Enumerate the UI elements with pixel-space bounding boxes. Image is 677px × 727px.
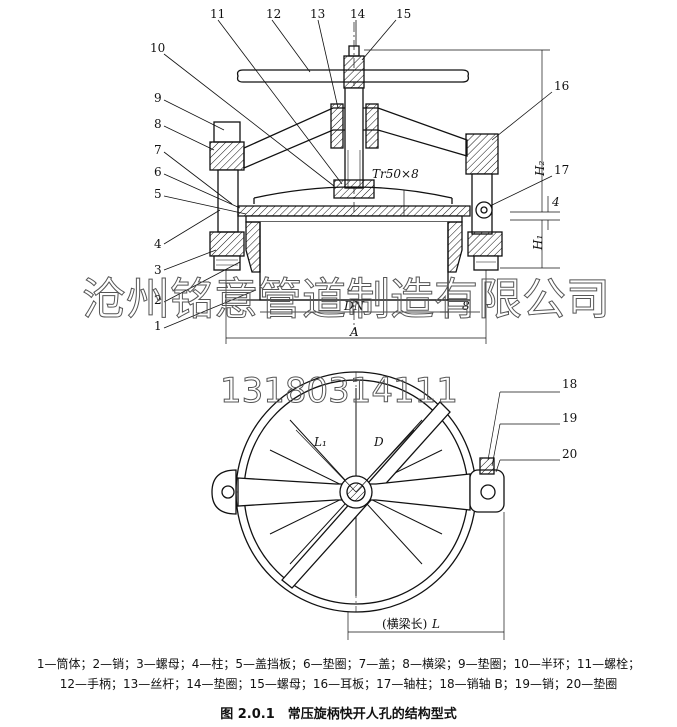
callout-15: 15: [396, 7, 411, 21]
callout-labels: 1 2 3 4 5 6 7 8 9 10 11 12 13 14 15 16 1…: [150, 7, 577, 461]
top-washer: [348, 45, 360, 57]
dimension-lines: [225, 49, 560, 344]
watermark-company: 沧州铭意管道制造有限公司: [82, 274, 610, 325]
callout-9: 9: [154, 91, 162, 105]
callout-12: 12: [266, 7, 281, 21]
callout-10: 10: [150, 41, 165, 55]
dim-H1: H₁: [531, 235, 545, 251]
dim-8: 8: [462, 299, 470, 313]
callout-5: 5: [154, 187, 162, 201]
callout-7: 7: [154, 143, 162, 157]
leader-lines-left: [163, 19, 553, 329]
half-ring: [333, 179, 375, 199]
cover-plate: [237, 205, 471, 217]
top-view: [211, 371, 560, 640]
dim-4: 4: [551, 195, 560, 209]
left-lug: [211, 469, 237, 515]
legend-line-2: 12—手柄；13—丝杆；14—垫圈；15—螺母；16—耳板；17—轴柱；18—销…: [59, 677, 618, 691]
callout-17: 17: [554, 163, 569, 177]
watermark-phone: 13180314111: [220, 371, 458, 411]
callout-19: 19: [562, 411, 577, 425]
callout-1: 1: [154, 319, 162, 333]
figure-caption: 图 2.0.1 常压旋柄快开人孔的结构型式: [220, 707, 457, 722]
dim-A: A: [349, 325, 359, 339]
dim-L: L: [431, 617, 440, 631]
thread-spec: Tr50×8: [372, 167, 419, 181]
callout-2: 2: [154, 293, 162, 307]
dim-DN: DN: [343, 299, 365, 313]
watermark: 沧州铭意管道制造有限公司 13180314111: [82, 274, 611, 412]
dimension-texts: Tr50×8 H₂ H₁ 4 DN 8 A L₁ D (横梁长) L: [313, 161, 560, 631]
top-nut: [343, 55, 365, 89]
callout-11: 11: [210, 7, 225, 21]
callout-14: 14: [350, 7, 366, 21]
top-dimensions: [295, 391, 560, 640]
legend-line-1: 1—筒体；2—销；3—螺母；4—柱；5—盖挡板；6—垫圈；7—盖；8—横梁；9—…: [36, 657, 641, 671]
cross-beam: [243, 103, 468, 169]
callout-20: 20: [562, 447, 577, 461]
front-view: [163, 19, 560, 344]
dim-D: D: [373, 435, 384, 449]
callout-13: 13: [310, 7, 325, 21]
right-hinge: [469, 469, 505, 513]
callout-6: 6: [154, 165, 162, 179]
callout-3: 3: [154, 263, 162, 277]
dim-H2: H₂: [533, 161, 547, 177]
callout-8: 8: [154, 117, 162, 131]
left-bolt-assembly: [209, 121, 245, 271]
dim-L1: L₁: [313, 435, 327, 449]
shell: [238, 221, 470, 301]
beam-length-label: (横梁长): [382, 616, 427, 631]
right-ear-assembly: [465, 133, 503, 271]
callout-18: 18: [562, 377, 577, 391]
callout-4: 4: [154, 237, 162, 251]
callout-16: 16: [554, 79, 569, 93]
